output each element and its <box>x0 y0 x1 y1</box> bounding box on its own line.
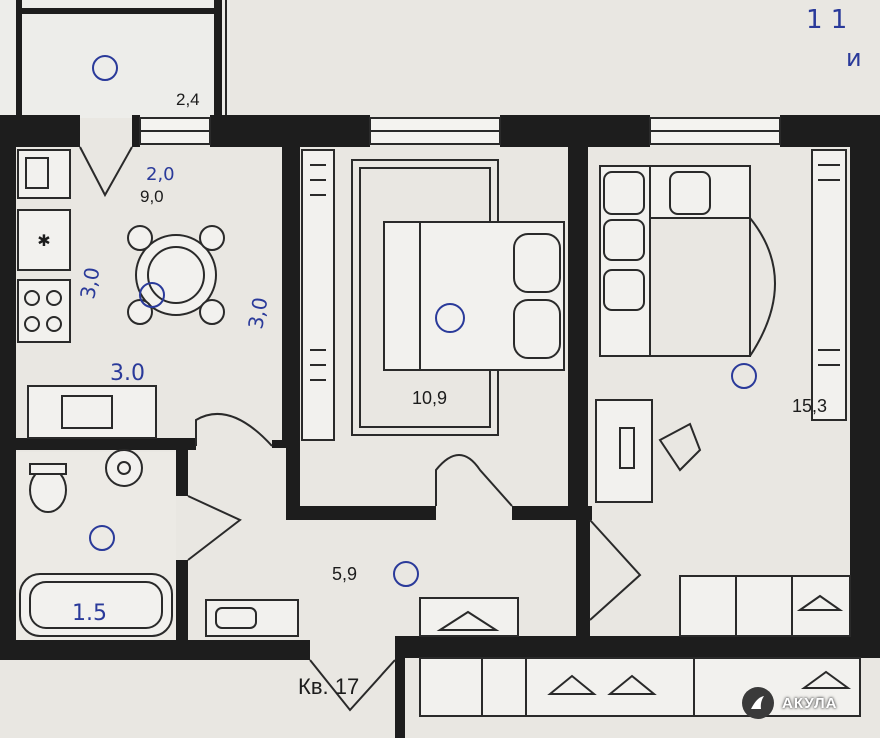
handwritten-kitchen-top: 2,0 <box>146 164 175 185</box>
balcony-floor <box>0 0 230 118</box>
windows <box>139 117 781 145</box>
apartment-number-label: Кв. 17 <box>298 674 359 699</box>
shark-fin-icon <box>742 687 774 719</box>
watermark-brand: АКУЛА <box>782 694 838 712</box>
dining-table <box>127 225 225 325</box>
hallway-area-label: 5,9 <box>332 564 357 584</box>
wardrobe-rows <box>419 575 861 717</box>
outer-walls <box>0 115 880 738</box>
handwritten-kitchen-bottom: 3.0 <box>110 361 145 386</box>
hallway-furniture <box>205 597 519 637</box>
doors <box>79 146 642 712</box>
kitchen-area-label: 9,0 <box>140 187 164 206</box>
living-room-area-label: 15,3 <box>792 396 827 416</box>
handwritten-kitchen-left: 3,0 <box>75 265 104 300</box>
balcony-outline <box>16 0 227 118</box>
handwritten-corner-top-right: 1 1 <box>806 5 847 35</box>
svg-text:✱: ✱ <box>37 233 50 250</box>
ink-marks <box>89 55 757 587</box>
handwritten-bathroom-area: 1.5 <box>72 601 107 626</box>
handwritten-corner-top-right-2: и <box>846 44 862 72</box>
living-room-furniture <box>595 149 847 503</box>
bathroom-fixtures <box>16 449 176 640</box>
bedroom-furniture <box>301 149 565 441</box>
handwritten-kitchen-right: 3,0 <box>243 295 272 330</box>
watermark-logo: АКУЛА <box>742 686 837 720</box>
kitchen-units: ✱ <box>17 149 157 439</box>
balcony-area-label: 2,4 <box>176 90 200 109</box>
bedroom-area-label: 10,9 <box>412 388 447 408</box>
interior-walls <box>16 146 592 645</box>
